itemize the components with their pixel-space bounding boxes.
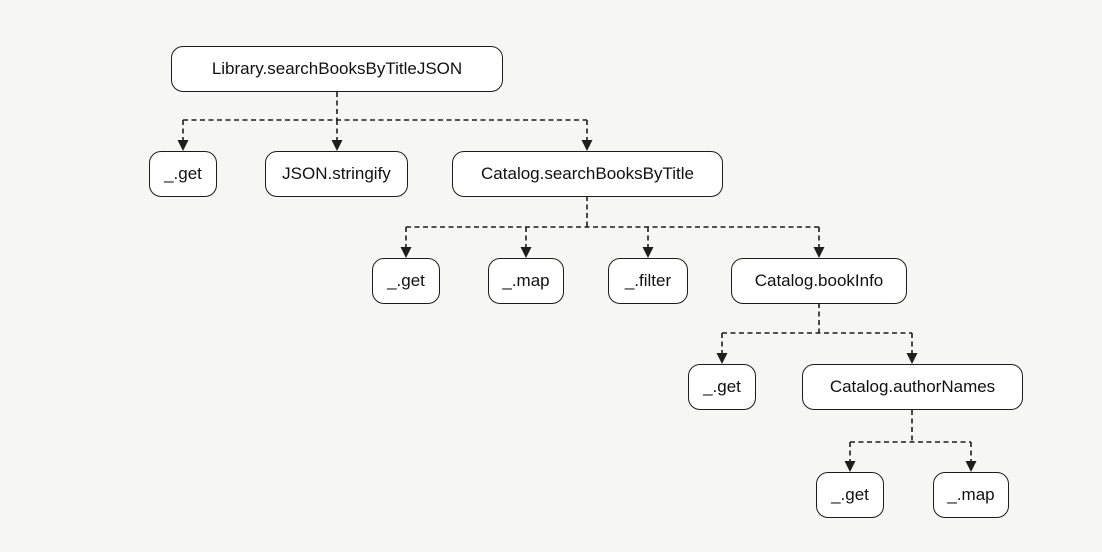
node-label: _.get <box>703 377 741 396</box>
node-search-get: _.get <box>372 258 440 304</box>
edge-book-info-to-children <box>721 303 913 355</box>
node-bookinfo-get: _.get <box>688 364 756 410</box>
node-label: Catalog.bookInfo <box>754 271 884 290</box>
node-catalog-author-names: Catalog.authorNames <box>802 364 1023 410</box>
node-authornames-map: _.map <box>933 472 1009 518</box>
node-search-map: _.map <box>488 258 564 304</box>
node-search-filter: _.filter <box>608 258 688 304</box>
node-label: _.filter <box>624 271 672 290</box>
arrowhead-search-map <box>520 247 532 258</box>
node-library-search-books-by-title-json: Library.searchBooksByTitleJSON <box>171 46 503 92</box>
edge-library-to-children <box>182 92 588 142</box>
node-library-get: _.get <box>149 151 217 197</box>
arrowhead-catalog-search <box>581 140 593 151</box>
node-catalog-search-books-by-title: Catalog.searchBooksByTitle <box>452 151 723 197</box>
node-label: JSON.stringify <box>282 164 391 183</box>
arrowhead-bookinfo-get <box>716 353 728 364</box>
arrowhead-author-names <box>906 353 918 364</box>
arrowhead-search-get <box>400 247 412 258</box>
arrowhead-json-stringify <box>331 140 343 151</box>
node-label: Catalog.searchBooksByTitle <box>481 164 694 183</box>
arrowhead-book-info <box>813 247 825 258</box>
edge-author-names-to-children <box>849 410 972 463</box>
node-label: _.get <box>387 271 425 290</box>
node-label: Library.searchBooksByTitleJSON <box>211 59 463 78</box>
arrowhead-library-get <box>177 140 189 151</box>
node-label: _.get <box>164 164 202 183</box>
node-label: _.get <box>831 485 869 504</box>
edge-catalog-search-to-children <box>405 196 820 249</box>
node-label: Catalog.authorNames <box>829 377 996 396</box>
node-label: _.map <box>947 485 995 504</box>
node-label: _.map <box>502 271 550 290</box>
arrowhead-authornames-get <box>844 461 856 472</box>
arrowhead-search-filter <box>642 247 654 258</box>
arrowhead-authornames-map <box>965 461 977 472</box>
node-catalog-book-info: Catalog.bookInfo <box>731 258 907 304</box>
node-json-stringify: JSON.stringify <box>265 151 408 197</box>
node-authornames-get: _.get <box>816 472 884 518</box>
